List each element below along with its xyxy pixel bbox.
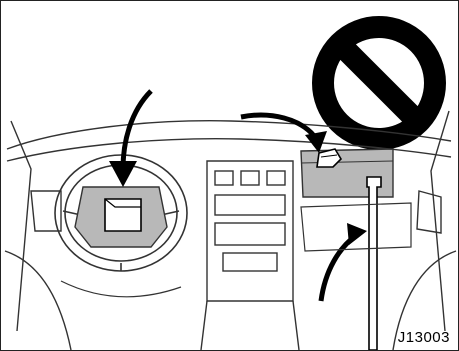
arrow-to-dashboard-object [241,115,327,153]
rod-object [367,177,381,350]
steering-airbag-pad [75,187,167,247]
center-console [201,161,299,350]
arrow-to-steering-wheel [109,91,151,187]
prohibition-icon [323,27,435,139]
passenger-airbag-panel [301,149,393,197]
arrow-to-passenger-airbag [321,223,367,301]
figure-code: J13003 [398,329,450,346]
